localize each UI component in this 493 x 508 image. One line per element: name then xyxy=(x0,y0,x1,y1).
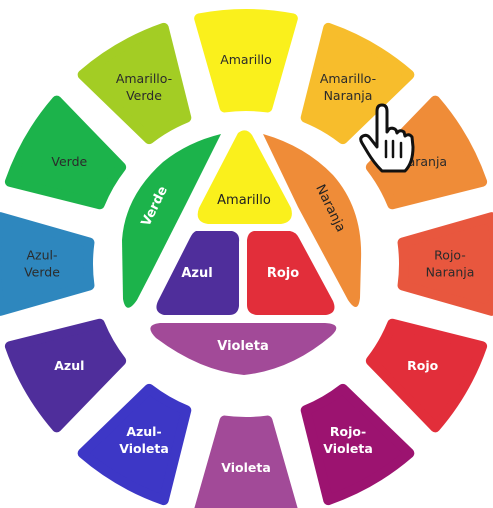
outer-label-line: Violeta xyxy=(221,460,271,475)
outer-label-amarillo-verde: Amarillo- Verde xyxy=(116,71,172,103)
outer-label-amarillo-naranja: Amarillo- Naranja xyxy=(320,71,376,103)
outer-label-line: Amarillo- xyxy=(320,71,376,86)
outer-label-line: Azul- xyxy=(126,424,161,439)
outer-segment-violeta xyxy=(194,415,298,508)
outer-label-line: Verde xyxy=(126,88,162,103)
outer-label-line: Azul- xyxy=(26,248,57,263)
outer-segment-verde xyxy=(4,95,127,210)
outer-label-rojo-naranja: Rojo- Naranja xyxy=(426,248,475,280)
outer-segment-rojo xyxy=(365,318,488,433)
outer-label-line: Violeta xyxy=(119,441,169,456)
outer-label-line: Amarillo- xyxy=(116,71,172,86)
outer-label-line: Amarillo xyxy=(220,52,272,67)
inner-label-violeta: Violeta xyxy=(217,339,268,354)
outer-label-azul-verde: Azul- Verde xyxy=(24,248,60,280)
outer-label-amarillo: Amarillo xyxy=(220,52,272,67)
outer-segment-amarillo-verde xyxy=(77,22,192,145)
outer-label-line: Violeta xyxy=(323,441,373,456)
outer-ring: AmarilloAmarillo-NaranjaNaranjaRojo-Nara… xyxy=(0,9,493,508)
inner-label-amarillo: Amarillo xyxy=(217,193,271,208)
outer-label-violeta: Violeta xyxy=(221,460,271,475)
outer-segment-rojo-violeta xyxy=(300,383,415,506)
outer-segment-naranja xyxy=(365,95,488,210)
outer-label-rojo-violeta: Rojo- Violeta xyxy=(323,424,373,456)
inner-segment-amarillo xyxy=(197,130,292,224)
outer-label-line: Naranja xyxy=(426,265,475,280)
outer-label-line: Azul xyxy=(54,358,84,373)
outer-label-line: Rojo- xyxy=(330,424,366,439)
inner-segment-rojo xyxy=(247,231,335,315)
outer-segment-amarillo-naranja xyxy=(300,22,415,145)
outer-segment-azul xyxy=(4,318,127,433)
inner-segment-naranja xyxy=(263,134,362,308)
inner-label-azul: Azul xyxy=(181,266,212,281)
outer-label-azul: Azul xyxy=(54,358,84,373)
hand-pointer-icon xyxy=(359,103,415,173)
outer-segment-azul-verde xyxy=(0,212,95,316)
inner-segment-verde xyxy=(122,134,221,308)
outer-label-line: Verde xyxy=(24,265,60,280)
outer-label-line: Rojo- xyxy=(434,248,466,263)
inner-segment-violeta xyxy=(150,323,337,375)
outer-segment-amarillo xyxy=(194,9,298,113)
outer-label-line: Rojo xyxy=(407,358,438,373)
outer-label-rojo: Rojo xyxy=(407,358,438,373)
outer-label-line: Naranja xyxy=(324,88,373,103)
outer-label-azul-violeta: Azul- Violeta xyxy=(119,424,169,456)
inner-label-rojo: Rojo xyxy=(267,266,299,281)
outer-segment-azul-violeta xyxy=(77,383,192,506)
inner-segment-azul xyxy=(156,231,240,315)
inner-triangle: Amarillo Azul Rojo Verde Naranja Violeta xyxy=(122,130,362,375)
outer-label-line: Verde xyxy=(51,154,87,169)
outer-label-verde: Verde xyxy=(51,154,87,169)
